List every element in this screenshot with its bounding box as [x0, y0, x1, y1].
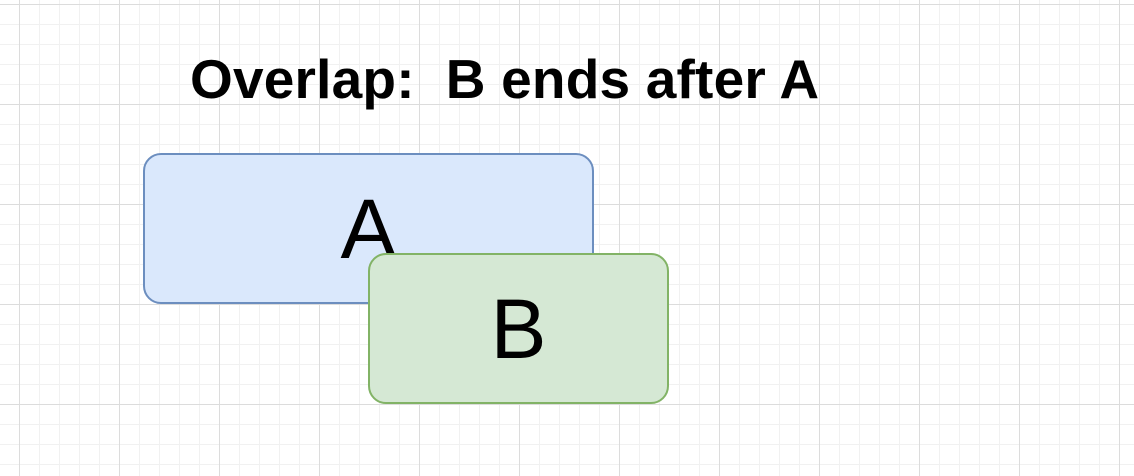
box-b-label: B	[490, 281, 547, 376]
box-b[interactable]: B	[368, 253, 669, 404]
diagram-title: Overlap: B ends after A	[190, 48, 820, 110]
